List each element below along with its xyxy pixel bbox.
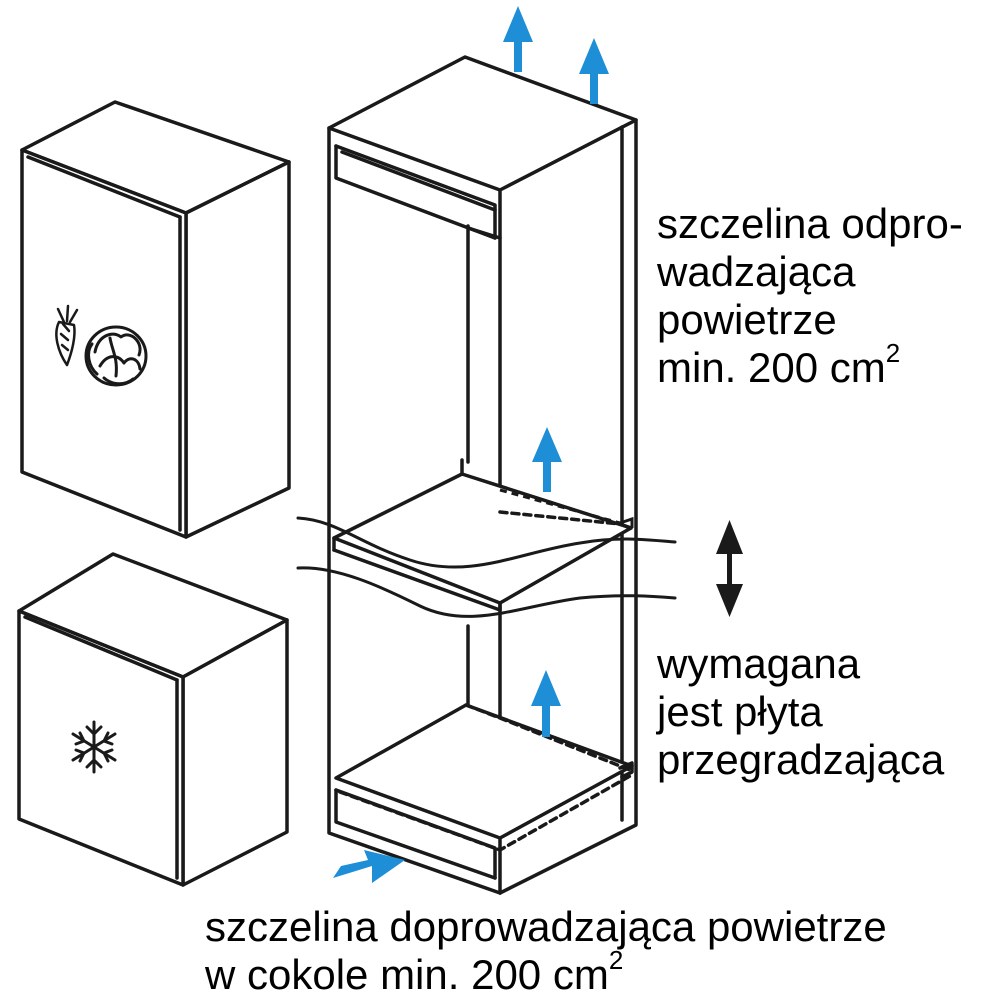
exhaust-vent-line-4: min. 200 cm2 xyxy=(657,340,963,392)
exhaust-vent-line-3: powietrze xyxy=(657,296,837,343)
double-arrow-icon xyxy=(716,520,743,617)
airflow-up-arrow xyxy=(532,427,562,492)
freezer-compartment xyxy=(17,552,289,887)
freezer-door xyxy=(17,609,185,887)
corner-marker-upper xyxy=(619,516,634,528)
airflow-up-arrow xyxy=(531,670,561,737)
exhaust-vent-line-1: szczelina odpro- xyxy=(657,200,963,247)
divider-plate-line-1: wymagana xyxy=(657,640,861,687)
divider-plate-label: wymagana jest płyta przegradzająca xyxy=(657,640,944,784)
snowflake-icon xyxy=(71,720,117,774)
fridge-door xyxy=(20,148,188,539)
exhaust-vent-line-2: wadzająca xyxy=(657,248,856,295)
break-lines xyxy=(296,516,677,618)
fridge-compartment xyxy=(20,100,291,539)
carrot-icon xyxy=(55,304,79,367)
dashed-guide-upper xyxy=(499,488,621,525)
airflow-up-arrow xyxy=(503,6,533,72)
exhaust-vent-unit-exponent: 2 xyxy=(885,338,901,368)
exhaust-vent-label: szczelina odpro- wadzająca powietrze min… xyxy=(657,200,963,392)
intake-vent-area: w cokole min. 200 cm xyxy=(205,951,609,998)
intake-vent-unit-exponent: 2 xyxy=(608,945,624,975)
cabbage-icon xyxy=(84,325,148,387)
exhaust-vent-area: min. 200 cm xyxy=(657,344,886,391)
airflow-intake-arrow xyxy=(333,850,405,883)
niche-cabinet xyxy=(327,55,638,895)
divider-plate-line-3: przegradzająca xyxy=(657,736,945,783)
lower-shelf xyxy=(334,703,634,852)
fridge-side-face xyxy=(184,160,291,539)
airflow-up-arrow xyxy=(579,38,609,104)
niche-top-face xyxy=(327,55,638,192)
intake-vent-line-2: w cokole min. 200 cm2 xyxy=(205,947,887,999)
divider-plate-line-2: jest płyta xyxy=(657,688,823,735)
intake-vent-line-1: szczelina doprowadzająca powietrze xyxy=(205,903,887,950)
intake-vent-label: szczelina doprowadzająca powietrze w cok… xyxy=(205,903,887,999)
